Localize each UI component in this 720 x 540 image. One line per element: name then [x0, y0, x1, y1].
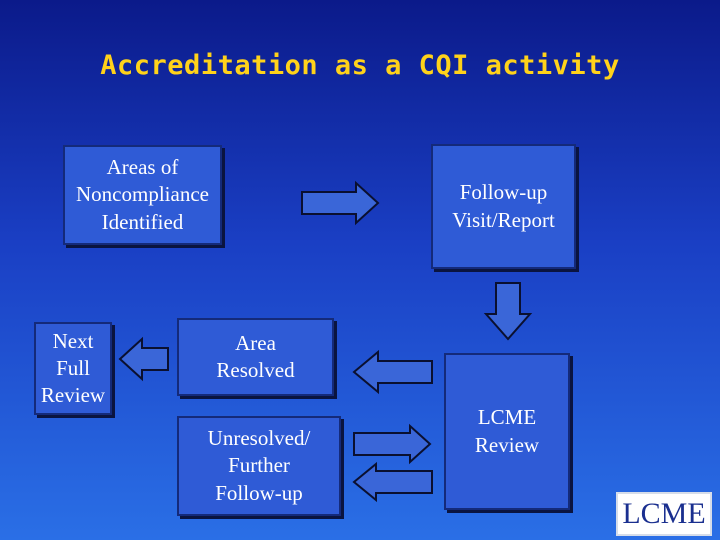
lcme-logo: LCME	[616, 492, 712, 536]
arrow-left-to-next-review	[118, 336, 169, 382]
areas-of-noncompliance-box: Areas of Noncompliance Identified	[63, 145, 222, 245]
lcme-review-box: LCME Review	[444, 353, 570, 510]
follow-up-visit-box: Follow-up Visit/Report	[431, 144, 576, 269]
arrow-right-to-lcme-review	[353, 423, 432, 465]
arrow-left-to-unresolved	[352, 461, 433, 503]
next-full-review-box: Next Full Review	[34, 322, 112, 415]
arrow-right-to-followup	[301, 180, 380, 226]
unresolved-box: Unresolved/ Further Follow-up	[177, 416, 341, 516]
arrow-left-to-area-resolved	[352, 349, 433, 395]
arrow-down-to-lcme-review	[483, 282, 533, 341]
page-title: Accreditation as a CQI activity	[100, 50, 620, 81]
area-resolved-box: Area Resolved	[177, 318, 334, 396]
